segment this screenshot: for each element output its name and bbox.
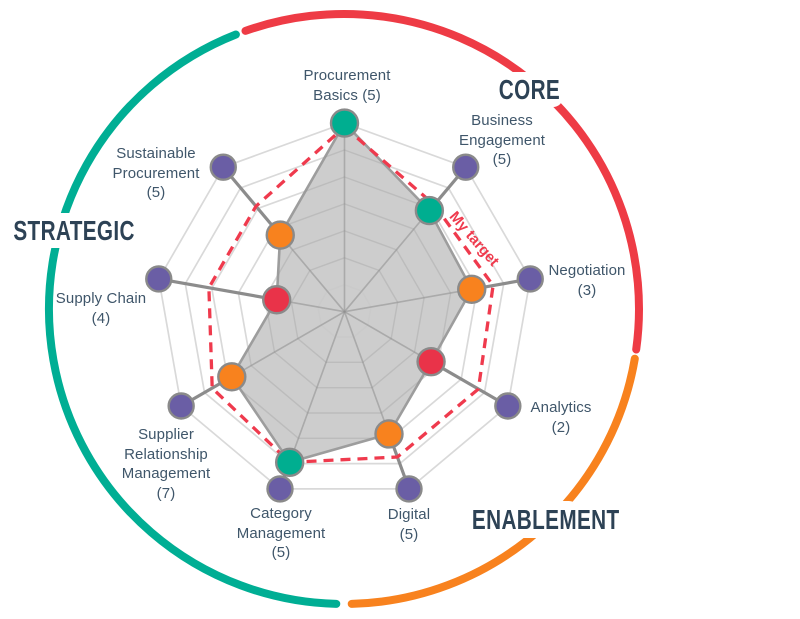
axis-label-negotiation: Negotiation (3) [548,262,626,299]
endpoint-dot [395,475,423,503]
axis-endpoint-dots [145,109,544,503]
axis-label-analytics: Analytics (2) [530,399,592,436]
grid-spoke-inner [344,278,472,313]
score-dot-orange [374,419,404,449]
score-dot-teal [329,108,360,138]
score-dot-orange [265,220,295,250]
grid-ring-inner [290,257,399,363]
endpoint-dot [452,153,480,181]
axis-label-procurement-basics: Procurement Basics (5) [303,67,391,104]
grid-ring [157,122,532,490]
axis-label-supplier-relationship-management: Supplier Relationship Management (7) [121,426,211,502]
group-badge-core: CORE [495,72,563,107]
group-badge-enablement-label: ENABLEMENT [471,503,620,535]
score-dot-red [262,285,292,315]
score-dot-red [416,346,446,377]
endpoint-dot [209,153,237,181]
axis-label-business-engagement: Business Engagement (5) [458,112,546,168]
axis-line [222,166,282,237]
grid-spoke-inner [231,311,345,407]
axis-label-sustainable-procurement: Sustainable Procurement (5) [112,145,200,201]
axis-line [158,277,277,302]
grid-ring-inner [264,230,425,389]
group-badge-enablement: ENABLEMENT [472,501,619,538]
score-dot-teal [414,195,445,226]
axis-label-category-management: Category Management (5) [236,505,326,561]
score-dots [217,108,487,478]
target-polygon [207,125,495,464]
group-badge-core-label: CORE [498,73,560,105]
endpoint-dot [266,475,294,503]
axis-label-digital: Digital (5) [387,506,431,543]
endpoint-dot [167,392,195,420]
group-badge-strategic: STRATEGIC [13,213,134,248]
score-dot-teal [274,447,305,478]
endpoint-dot [516,265,544,293]
axis-line [430,360,509,408]
score-dot-orange [217,362,247,392]
score-dot-orange [457,274,487,304]
endpoint-dot [494,392,522,420]
endpoint-dot [145,265,173,293]
grid-ring [184,149,505,465]
axis-label-supply-chain: Supply Chain (4) [55,290,147,327]
arc-strategic [44,30,341,608]
group-badge-strategic-label: STRATEGIC [13,214,135,246]
score-polygon [230,121,474,464]
